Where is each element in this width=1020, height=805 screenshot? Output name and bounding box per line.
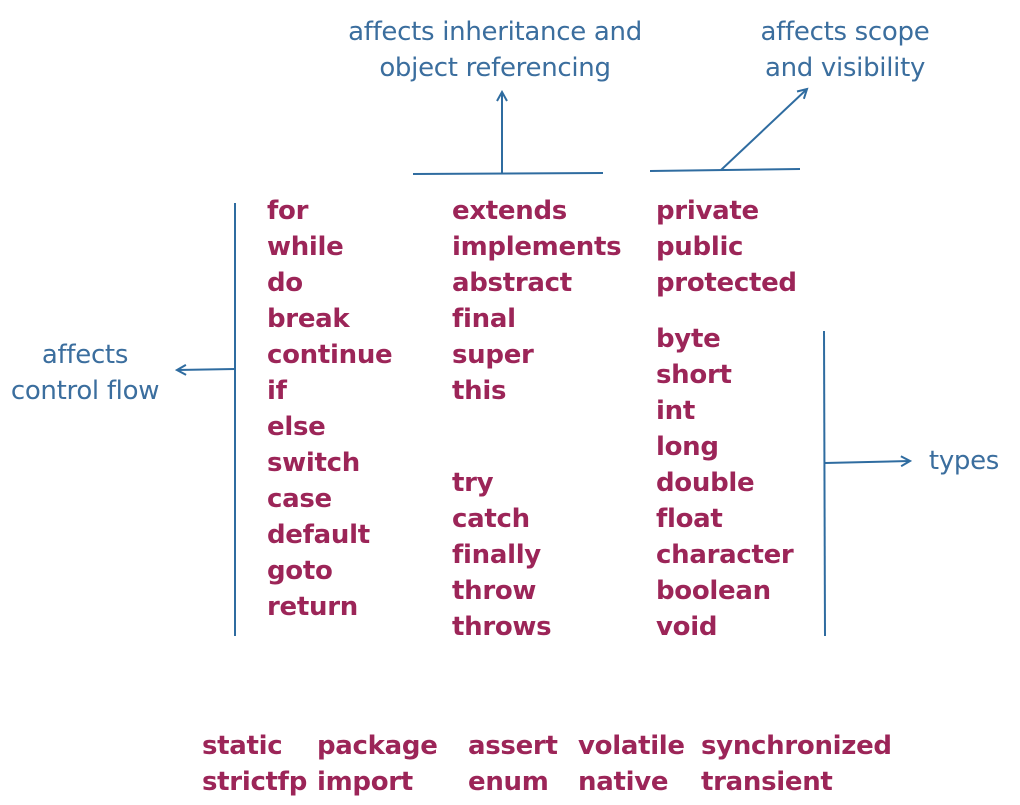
visibility-bracket bbox=[649, 168, 801, 172]
misc-keyword: import bbox=[317, 767, 413, 797]
types-annotation: types bbox=[928, 446, 1000, 476]
visibility-keywords: private public protected bbox=[656, 193, 797, 301]
misc-keyword: assert bbox=[468, 731, 558, 761]
keyword: short bbox=[656, 360, 732, 390]
scope-annotation-line2: and visibility bbox=[764, 53, 926, 83]
keyword: return bbox=[267, 592, 358, 622]
keyword: switch bbox=[267, 448, 360, 478]
keyword: extends bbox=[452, 196, 567, 226]
scope-annotation: affects scope and visibility bbox=[745, 14, 945, 86]
keyword: throws bbox=[452, 612, 552, 642]
keyword: try bbox=[452, 468, 494, 498]
misc-keyword: enum bbox=[468, 767, 549, 797]
keyword: private bbox=[656, 196, 759, 226]
keyword: boolean bbox=[656, 576, 771, 606]
keyword: this bbox=[452, 376, 507, 406]
types-bracket bbox=[823, 330, 826, 637]
misc-keyword: synchronized bbox=[701, 731, 892, 761]
control-flow-annotation-line1: affects bbox=[41, 340, 129, 370]
misc-keyword: volatile bbox=[578, 731, 685, 761]
misc-keyword: transient bbox=[701, 767, 833, 797]
type-keywords: byte short int long double float charact… bbox=[656, 321, 794, 645]
keyword: abstract bbox=[452, 268, 572, 298]
keyword: float bbox=[656, 504, 723, 534]
control-flow-keywords: for while do break continue if else swit… bbox=[267, 193, 393, 625]
keyword: throw bbox=[452, 576, 537, 606]
types-arrow bbox=[824, 461, 910, 463]
scope-annotation-line1: affects scope bbox=[760, 17, 930, 47]
keyword: for bbox=[267, 196, 309, 226]
keyword: super bbox=[452, 340, 534, 370]
keyword: int bbox=[656, 396, 695, 426]
keyword: catch bbox=[452, 504, 530, 534]
keyword: else bbox=[267, 412, 326, 442]
keyword: byte bbox=[656, 324, 721, 354]
control-flow-annotation: affects control flow bbox=[4, 337, 166, 409]
control-flow-annotation-line2: control flow bbox=[10, 376, 160, 406]
keyword: continue bbox=[267, 340, 393, 370]
keyword: goto bbox=[267, 556, 333, 586]
control-flow-arrow bbox=[177, 369, 236, 370]
keyword: double bbox=[656, 468, 755, 498]
keyword: if bbox=[267, 376, 287, 406]
keyword: break bbox=[267, 304, 350, 334]
keyword: finally bbox=[452, 540, 541, 570]
inheritance-keywords: extends implements abstract final super … bbox=[452, 193, 622, 409]
keyword: public bbox=[656, 232, 744, 262]
inheritance-annotation-line2: object referencing bbox=[379, 53, 611, 83]
keyword: protected bbox=[656, 268, 797, 298]
misc-keyword: native bbox=[578, 767, 669, 797]
keyword: default bbox=[267, 520, 370, 550]
inheritance-annotation-line1: affects inheritance and bbox=[348, 17, 642, 47]
visibility-arrow bbox=[720, 89, 807, 171]
keyword: implements bbox=[452, 232, 622, 262]
keyword: character bbox=[656, 540, 794, 570]
inheritance-bracket bbox=[412, 172, 604, 175]
keyword: final bbox=[452, 304, 516, 334]
keyword: long bbox=[656, 432, 719, 462]
keyword: while bbox=[267, 232, 344, 262]
keyword: do bbox=[267, 268, 303, 298]
keyword: case bbox=[267, 484, 332, 514]
exception-keywords: try catch finally throw throws bbox=[452, 465, 552, 645]
misc-keyword: strictfp bbox=[202, 767, 308, 797]
misc-keyword: static bbox=[202, 731, 283, 761]
inheritance-annotation: affects inheritance and object referenci… bbox=[345, 14, 645, 86]
misc-keyword: package bbox=[317, 731, 438, 761]
keyword: void bbox=[656, 612, 718, 642]
